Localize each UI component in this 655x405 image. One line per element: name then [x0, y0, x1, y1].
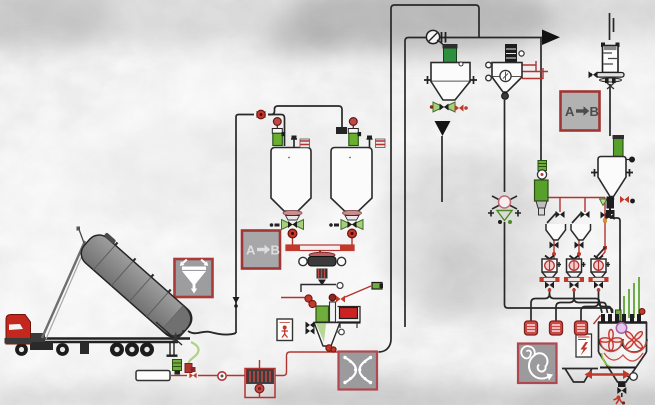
svg-text:A: A [246, 243, 256, 258]
svg-text:B: B [271, 243, 280, 258]
svg-text:A: A [565, 104, 575, 119]
svg-text:B: B [590, 104, 599, 119]
